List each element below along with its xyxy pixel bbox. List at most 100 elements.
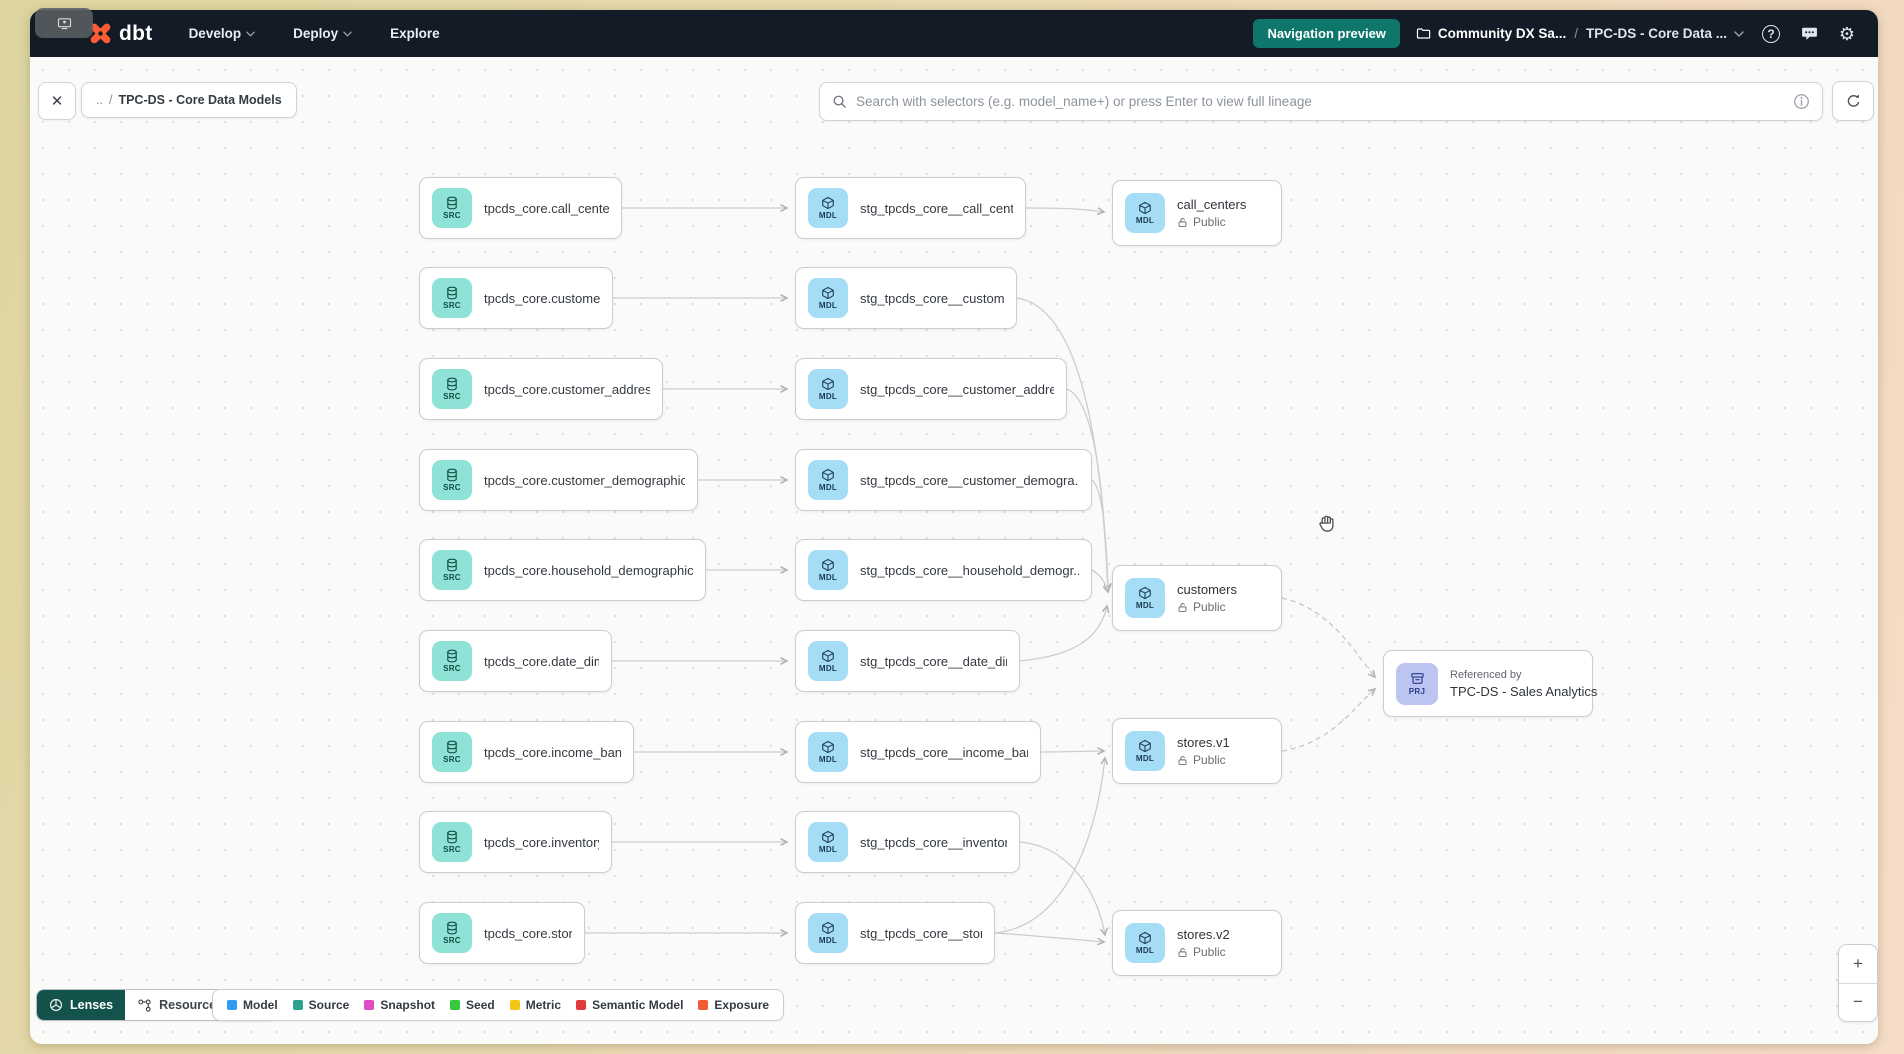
help-icon[interactable]: ?	[1760, 23, 1782, 45]
dbt-logo[interactable]: dbt	[88, 21, 153, 46]
chevron-down-icon	[1734, 31, 1744, 37]
model-badge: MDL	[1125, 731, 1165, 771]
breadcrumb: Community DX Sa... / TPC-DS - Core Data …	[1416, 26, 1744, 41]
lineage-search	[819, 82, 1823, 121]
search-icon	[832, 94, 847, 109]
model-badge: MDL	[808, 460, 848, 500]
refresh-icon	[1845, 93, 1862, 110]
navigation-preview-button[interactable]: Navigation preview	[1253, 19, 1400, 48]
source-badge: SRC	[432, 460, 472, 500]
model-node-stores-v1[interactable]: MDL stores.v1 Public	[1112, 718, 1282, 784]
source-node-inventory[interactable]: SRC tpcds_core.inventory	[419, 811, 612, 873]
project-ref-node-sales-analytics[interactable]: PRJ Referenced by TPC-DS - Sales Analyti…	[1383, 650, 1597, 717]
dbt-logo-text: dbt	[119, 21, 153, 45]
monitor-icon	[57, 16, 72, 31]
source-badge: SRC	[432, 278, 472, 318]
breadcrumb-account[interactable]: Community DX Sa...	[1416, 26, 1566, 41]
database-icon	[445, 468, 459, 482]
model-node-stg-store[interactable]: MDL stg_tpcds_core__store	[795, 902, 995, 964]
lock-open-icon	[1177, 217, 1188, 228]
access-badge: Public	[1177, 215, 1246, 229]
model-node-stg-customer-demographics[interactable]: MDL stg_tpcds_core__customer_demogra...	[795, 449, 1092, 511]
model-node-stg-date-dim[interactable]: MDL stg_tpcds_core__date_dim	[795, 630, 1020, 692]
menu-explore[interactable]: Explore	[390, 26, 440, 41]
model-badge: MDL	[808, 278, 848, 318]
feedback-icon[interactable]	[1798, 23, 1820, 45]
close-lineage-button[interactable]: ✕	[38, 82, 76, 120]
model-node-stores-v2[interactable]: MDL stores.v2 Public	[1112, 910, 1282, 976]
cube-icon	[821, 286, 835, 300]
top-navbar: dbt Develop Deploy Explore Navigation pr…	[30, 10, 1878, 57]
lineage-edges	[585, 57, 1878, 1044]
refresh-lineage-button[interactable]	[1832, 81, 1874, 121]
source-node-customer-address[interactable]: SRC tpcds_core.customer_address	[419, 358, 663, 420]
menu-deploy[interactable]: Deploy	[283, 18, 362, 49]
model-node-stg-call-center[interactable]: MDL stg_tpcds_core__call_center	[795, 177, 1026, 239]
lock-open-icon	[1177, 602, 1188, 613]
model-badge: MDL	[808, 550, 848, 590]
grab-hand-cursor	[1315, 512, 1339, 536]
cube-icon	[821, 558, 835, 572]
access-badge: Public	[1177, 753, 1230, 767]
cube-icon	[821, 830, 835, 844]
database-icon	[445, 196, 459, 210]
model-badge: MDL	[808, 369, 848, 409]
cube-icon	[821, 196, 835, 210]
zoom-out-button[interactable]: −	[1839, 983, 1877, 1021]
model-badge: MDL	[808, 822, 848, 862]
model-node-customers[interactable]: MDL customers Public	[1112, 565, 1282, 631]
chat-bubble-icon	[1801, 25, 1818, 42]
chevron-down-icon	[246, 31, 255, 37]
legend-swatch	[364, 1000, 375, 1010]
breadcrumb-parent: ..	[96, 93, 103, 107]
info-icon[interactable]	[1793, 93, 1810, 110]
legend-swatch	[450, 1000, 461, 1010]
legend-item-semantic-model: Semantic Model	[576, 998, 683, 1012]
model-node-call-centers[interactable]: MDL call_centers Public	[1112, 180, 1282, 246]
cube-icon	[1138, 586, 1152, 600]
source-node-income-band[interactable]: SRC tpcds_core.income_band	[419, 721, 634, 783]
cube-icon	[821, 468, 835, 482]
model-badge: MDL	[1125, 923, 1165, 963]
lineage-canvas[interactable]: ✕ .. / TPC-DS - Core Data Models SRC tpc…	[30, 57, 1878, 1044]
database-icon	[445, 649, 459, 663]
legend-item-seed: Seed	[450, 998, 495, 1012]
lock-open-icon	[1177, 755, 1188, 766]
model-node-stg-inventory[interactable]: MDL stg_tpcds_core__inventory	[795, 811, 1020, 873]
source-node-store[interactable]: SRC tpcds_core.store	[419, 902, 585, 964]
model-node-stg-customer[interactable]: MDL stg_tpcds_core__customer	[795, 267, 1017, 329]
legend-swatch	[292, 1000, 303, 1010]
cube-icon	[821, 921, 835, 935]
breadcrumb-project[interactable]: TPC-DS - Core Data ...	[1586, 26, 1744, 41]
source-node-customer-demographics[interactable]: SRC tpcds_core.customer_demographics	[419, 449, 698, 511]
search-input[interactable]	[856, 94, 1784, 109]
source-node-customer[interactable]: SRC tpcds_core.customer	[419, 267, 613, 329]
database-icon	[445, 740, 459, 754]
model-badge: MDL	[808, 913, 848, 953]
legend-swatch	[509, 1000, 520, 1010]
model-badge: MDL	[1125, 193, 1165, 233]
screen-share-indicator[interactable]	[35, 8, 93, 38]
cube-icon	[1138, 931, 1152, 945]
settings-gear-icon[interactable]: ⚙	[1838, 23, 1856, 44]
model-badge: MDL	[1125, 578, 1165, 618]
cube-icon	[1138, 739, 1152, 753]
zoom-in-button[interactable]: +	[1839, 945, 1877, 984]
model-node-stg-household-demographics[interactable]: MDL stg_tpcds_core__household_demogr...	[795, 539, 1092, 601]
lineage-breadcrumb-chip[interactable]: .. / TPC-DS - Core Data Models	[81, 82, 297, 118]
model-node-stg-income-band[interactable]: MDL stg_tpcds_core__income_band	[795, 721, 1041, 783]
source-badge: SRC	[432, 641, 472, 681]
source-badge: SRC	[432, 550, 472, 590]
menu-develop[interactable]: Develop	[179, 18, 266, 49]
database-icon	[445, 921, 459, 935]
source-node-call-center[interactable]: SRC tpcds_core.call_center	[419, 177, 622, 239]
resource-type-legend: Model Source Snapshot Seed Metric Semant…	[212, 989, 785, 1021]
legend-item-metric: Metric	[509, 998, 561, 1012]
source-node-household-demographics[interactable]: SRC tpcds_core.household_demographics	[419, 539, 706, 601]
model-node-stg-customer-address[interactable]: MDL stg_tpcds_core__customer_address	[795, 358, 1067, 420]
source-node-date-dim[interactable]: SRC tpcds_core.date_dim	[419, 630, 612, 692]
folder-icon	[1416, 26, 1431, 41]
legend-item-source: Source	[292, 998, 349, 1012]
lenses-button[interactable]: Lenses	[37, 990, 126, 1020]
database-icon	[445, 286, 459, 300]
